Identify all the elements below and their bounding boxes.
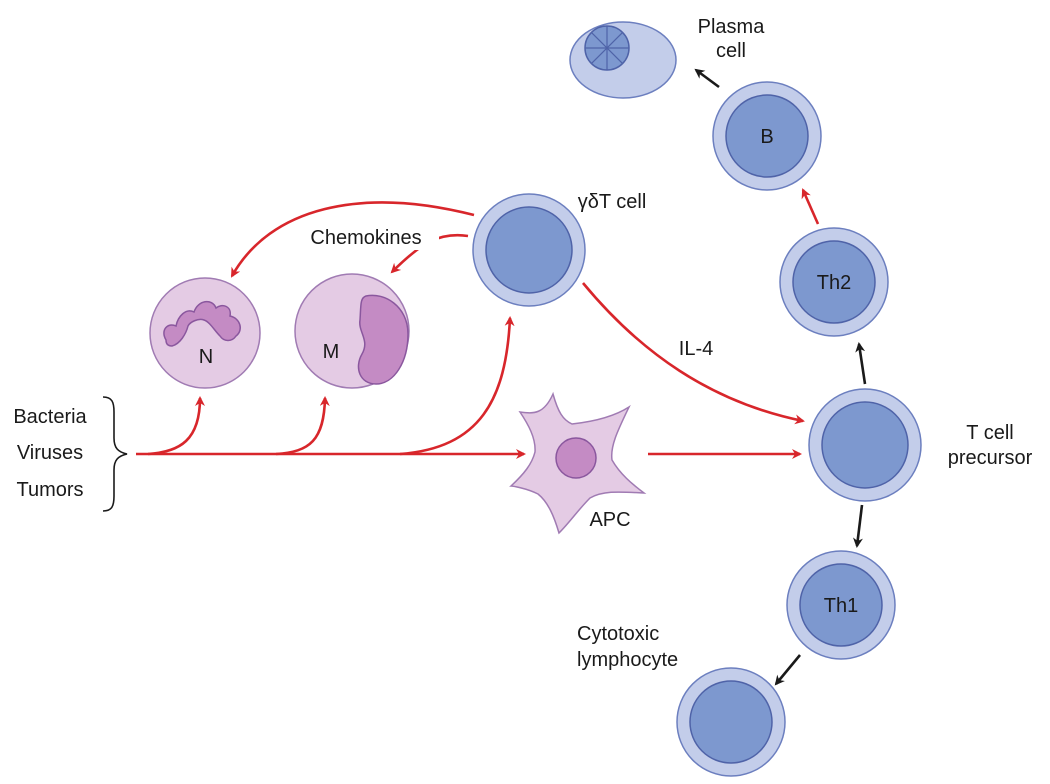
- macrophage: [294, 273, 410, 389]
- viruses-label: Viruses: [17, 442, 83, 464]
- pathogen-to-neutrophil-arrow: [147, 396, 205, 456]
- th2-to-b-cell-arrow: [801, 188, 820, 225]
- b-cell: [712, 81, 822, 191]
- neutrophil: [149, 277, 261, 389]
- plasma-cell-nucleus: [584, 25, 630, 71]
- cytotoxic-label-line2: lymphocyte: [577, 649, 678, 671]
- plasma-cell-label-line1: Plasma: [698, 16, 766, 38]
- cytotoxic-label-line1: Cytotoxic: [577, 623, 659, 645]
- neutrophil-label: N: [199, 346, 213, 368]
- pathogen-to-macrophage-arrow: [275, 396, 330, 456]
- gd-t-cell-label: γδT cell: [578, 191, 647, 213]
- th2-label: Th2: [817, 272, 851, 294]
- il4-label: IL-4: [679, 338, 713, 360]
- chemokines-label-backdrop: [293, 224, 439, 250]
- t-cell-to-th1-arrow: [853, 504, 864, 548]
- b-cell-to-plasma-cell-arrow: [694, 68, 720, 89]
- plasma-cell-label-line2: cell: [716, 40, 746, 62]
- t-cell-precursor: [808, 388, 922, 502]
- il4-arrow: [581, 282, 805, 425]
- cytotoxic-lymphocyte: [676, 667, 786, 777]
- neutrophil-lobed-nucleus: [163, 300, 241, 347]
- macrophage-label: M: [323, 341, 340, 363]
- th1-label: Th1: [824, 595, 858, 617]
- t-cell-precursor-label-line1: T cell: [966, 422, 1013, 444]
- macrophage-kidney-nucleus: [357, 294, 409, 385]
- apc: [509, 391, 647, 535]
- apc-label: APC: [589, 509, 630, 531]
- th2-cell: [779, 227, 889, 337]
- chemokine-to-neutrophil-arrow: [230, 201, 475, 278]
- chemokines-label: Chemokines: [310, 227, 421, 249]
- t-cell-to-th2-arrow: [855, 342, 867, 385]
- tumors-label: Tumors: [16, 479, 83, 501]
- pathogen-brace: [102, 396, 128, 512]
- th1-to-cytotoxic-arrow: [774, 654, 802, 686]
- bacteria-label: Bacteria: [13, 406, 87, 428]
- th1-cell: [786, 550, 896, 660]
- b-cell-label: B: [760, 126, 773, 148]
- pathogen-to-gd-t-cell-arrow: [399, 316, 515, 456]
- t-cell-precursor-label-line2: precursor: [948, 447, 1033, 469]
- plasma-cell: [569, 21, 677, 99]
- gd-t-cell: [472, 193, 586, 307]
